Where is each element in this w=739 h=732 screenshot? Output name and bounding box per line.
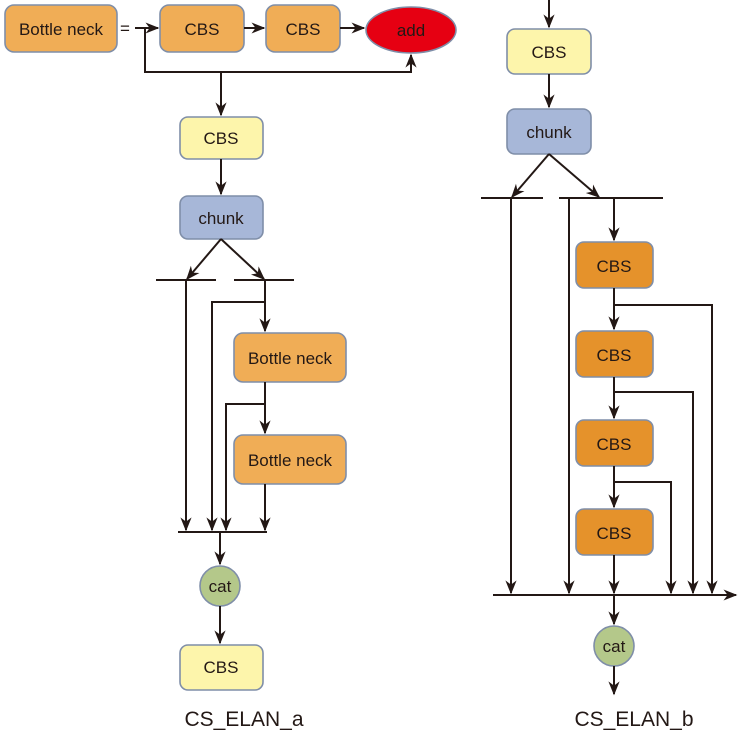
skip-branch-b-1 [614, 304, 718, 595]
bottleneck-legend-label: Bottle neck [19, 20, 104, 39]
diagram-a-title: CS_ELAN_a [184, 708, 303, 731]
add-label: add [397, 21, 425, 40]
cbs-bottom-a-box [179, 644, 264, 691]
cs-elan-b: CBS chunk CBS CBS CBS CBS cat CS [481, 0, 738, 731]
bottleneck2-box [233, 434, 347, 485]
cbs-chain-4-label: CBS [597, 524, 632, 543]
bottleneck2-label: Bottle neck [248, 451, 333, 470]
bottleneck1-box [233, 332, 347, 383]
cbs-chain-3-label: CBS [597, 435, 632, 454]
cbs-chain-1-label: CBS [597, 257, 632, 276]
equals-sign: = [120, 19, 130, 38]
skip-branch-b-2 [614, 391, 699, 595]
cat-a-label: cat [209, 577, 232, 596]
cs-elan-a: CBS chunk Bottle neck Bottle neck cat CB… [156, 72, 347, 731]
cbs-top-b-label: CBS [532, 43, 567, 62]
chunk-a-label: chunk [198, 209, 244, 228]
cat-b-label: cat [603, 637, 626, 656]
split-arrow-right-a [220, 238, 266, 280]
split-arrow-left-b [511, 153, 550, 199]
diagram-b-title: CS_ELAN_b [574, 708, 693, 731]
residual-connection [144, 28, 417, 73]
bottleneck-definition: Bottle neck = CBS CBS add [4, 4, 457, 73]
split-arrow-left-a [186, 238, 222, 281]
skip-branch-a-2 [220, 403, 265, 532]
legend-cbs-label-1: CBS [185, 20, 220, 39]
bottleneck1-label: Bottle neck [248, 349, 333, 368]
chunk-b-label: chunk [526, 123, 572, 142]
bottleneck-legend-box [4, 4, 118, 53]
legend-cbs-label-2: CBS [286, 20, 321, 39]
split-arrow-right-b [548, 153, 601, 198]
cbs-top-a-label: CBS [204, 129, 239, 148]
cbs-bottom-a-label: CBS [204, 658, 239, 677]
cbs-chain-2-label: CBS [597, 346, 632, 365]
add-node [365, 6, 457, 54]
skip-branch-b-3 [614, 481, 677, 595]
skip-branch-a-1 [206, 301, 265, 532]
